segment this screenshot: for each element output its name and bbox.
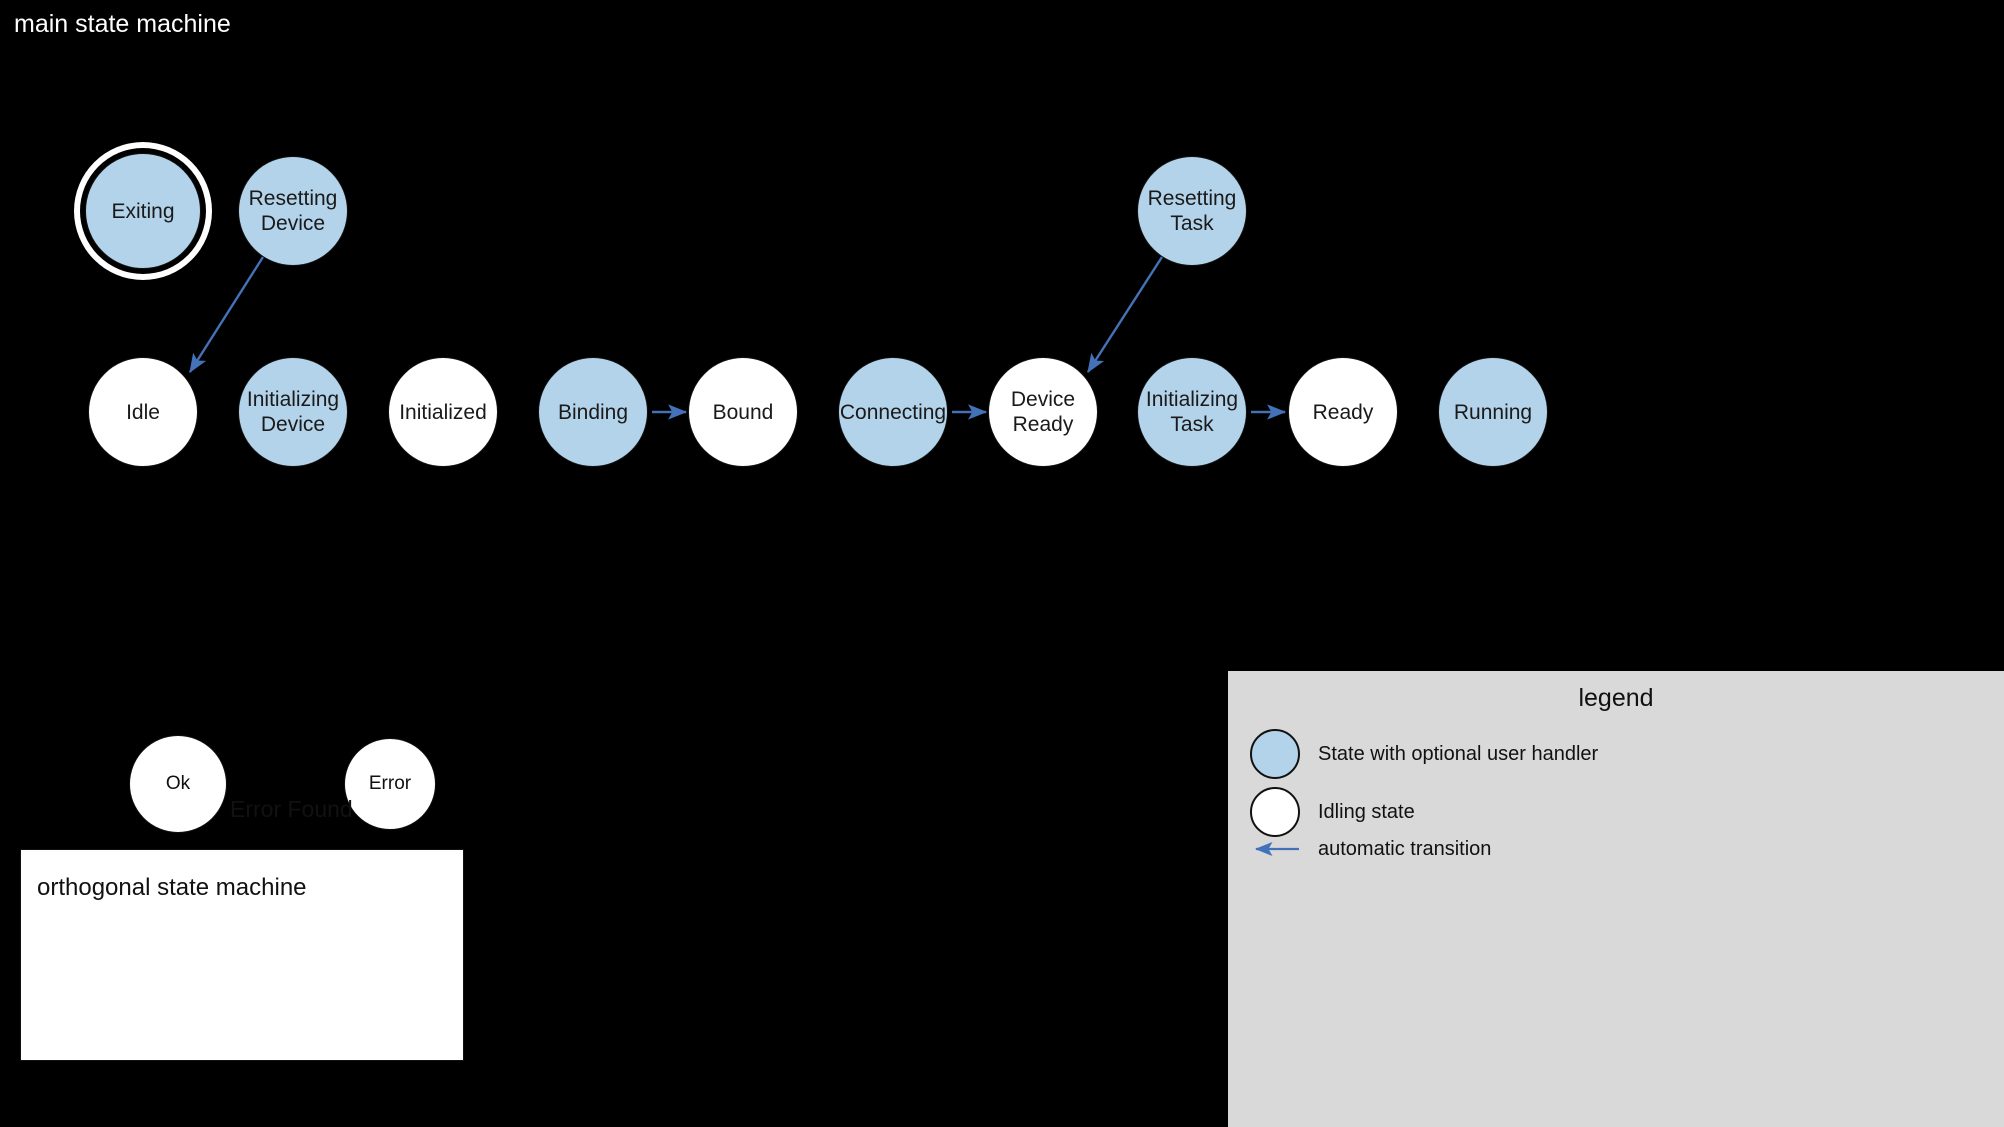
initial-state-dot-icon xyxy=(36,770,66,800)
state-node-running[interactable]: Running xyxy=(1438,357,1548,467)
legend-title: legend xyxy=(1578,684,1654,712)
legend-item-idling-state: Idling state xyxy=(1250,787,1415,837)
state-node-idle[interactable]: Idle xyxy=(88,357,198,467)
state-node-label: Bound xyxy=(712,400,774,424)
handler-state-swatch-icon xyxy=(1250,729,1300,779)
state-node-connecting[interactable]: Connecting xyxy=(838,357,948,467)
ortho-state-node-error[interactable]: Error xyxy=(344,738,436,830)
automatic-transition-arrow-icon xyxy=(1250,840,1300,858)
ortho-transition-label-ok-to-error: Error Found xyxy=(230,796,353,822)
legend-item-label: automatic transition xyxy=(1318,838,1492,860)
idling-state-swatch-icon xyxy=(1250,787,1300,837)
legend-item-label: State with optional user handler xyxy=(1318,743,1599,765)
orthogonal-state-machine-panel: orthogonal state machine xyxy=(20,849,464,1061)
state-node-label: Connecting xyxy=(839,400,947,424)
orthogonal-panel-title: orthogonal state machine xyxy=(37,874,307,901)
state-node-ready[interactable]: Ready xyxy=(1288,357,1398,467)
page-title: main state machine xyxy=(14,10,231,38)
ortho-state-node-ok[interactable]: Ok xyxy=(129,735,227,833)
legend-item-automatic-transition: automatic transition xyxy=(1250,837,1491,861)
state-node-label: Idle xyxy=(126,400,160,424)
transition-resetting-device-to-idle[interactable] xyxy=(188,256,265,374)
legend-item-state-with-handler: State with optional user handler xyxy=(1250,729,1598,779)
legend-item-label: Idling state xyxy=(1318,801,1415,823)
ortho-state-node-label: Ok xyxy=(165,773,191,794)
state-node-exiting[interactable]: Exiting xyxy=(85,153,201,269)
transition-resetting-task-to-device-ready[interactable] xyxy=(1086,256,1164,374)
state-node-label: Ready xyxy=(1312,400,1374,424)
state-node-initialized[interactable]: Initialized xyxy=(388,357,498,467)
state-node-label: Exiting xyxy=(111,199,175,223)
state-node-label: Initialized xyxy=(399,400,487,424)
state-node-label: Running xyxy=(1453,400,1533,424)
ortho-state-node-label: Error xyxy=(368,773,412,794)
state-node-binding[interactable]: Binding xyxy=(538,357,648,467)
state-node-label: Binding xyxy=(557,400,629,424)
state-node-bound[interactable]: Bound xyxy=(688,357,798,467)
